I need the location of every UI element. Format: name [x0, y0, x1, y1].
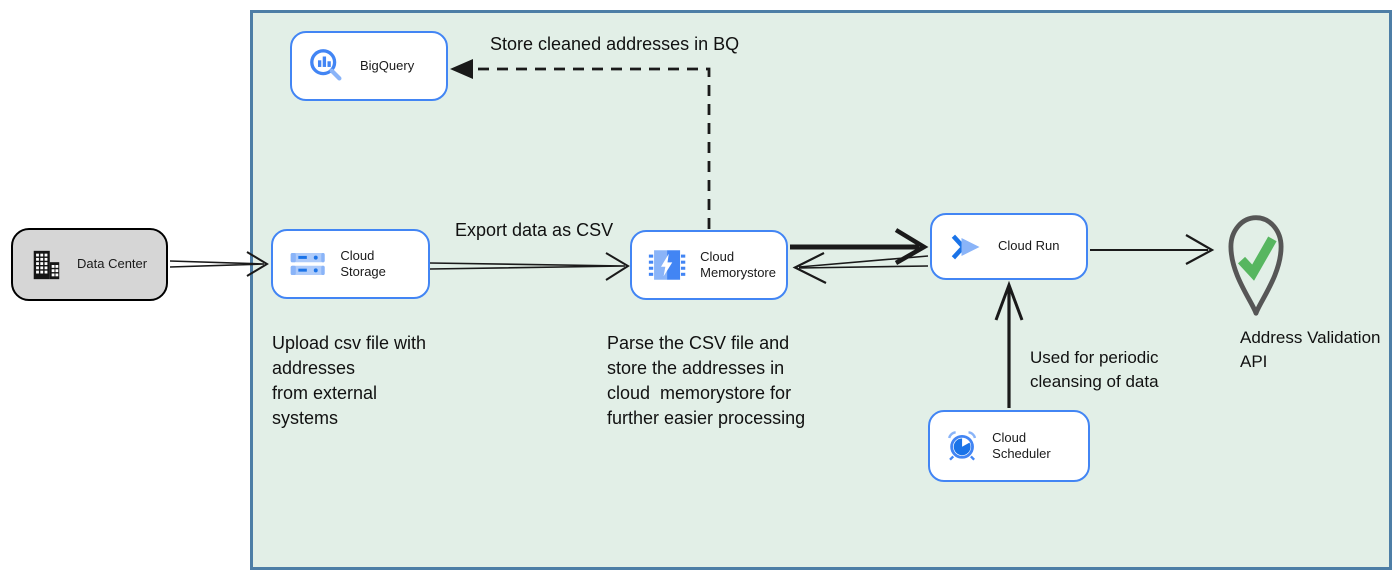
node-label: Data Center — [77, 256, 148, 272]
bigquery-icon — [310, 49, 342, 81]
building-icon — [33, 250, 60, 279]
address-validation-endpoint — [1221, 209, 1291, 324]
map-pin-check-icon — [1228, 215, 1284, 316]
node-bigquery: BigQuery — [290, 31, 448, 101]
node-cloud-scheduler: Cloud Scheduler — [928, 410, 1090, 482]
node-cloud-storage: Cloud Storage — [271, 229, 430, 299]
note-periodic: Used for periodic cleansing of data — [1030, 348, 1159, 391]
note-parse: Parse the CSV file and store the address… — [607, 333, 806, 428]
node-label: Cloud Storage — [340, 247, 386, 279]
node-cloud-memorystore: Cloud Memorystore — [630, 230, 788, 300]
note-upload: Upload csv file with addresses from exte… — [272, 333, 427, 428]
node-label: Cloud Scheduler — [992, 429, 1051, 461]
memorystore-icon — [648, 250, 686, 280]
note-store-bq: Store cleaned addresses in BQ — [490, 34, 740, 54]
scheduler-icon — [948, 431, 977, 461]
gcp-boundary — [250, 10, 1392, 570]
endpoint-label: Address Validation API — [1240, 328, 1381, 371]
cloud-storage-icon — [290, 252, 325, 276]
node-data-center: Data Center — [11, 228, 168, 301]
node-label: Cloud Run — [998, 238, 1060, 254]
note-export-csv: Export data as CSV — [455, 220, 614, 240]
cloud-run-icon — [951, 234, 980, 259]
node-label: BigQuery — [360, 57, 415, 73]
node-cloud-run: Cloud Run — [930, 213, 1088, 280]
node-label: Cloud Memorystore — [700, 248, 776, 280]
